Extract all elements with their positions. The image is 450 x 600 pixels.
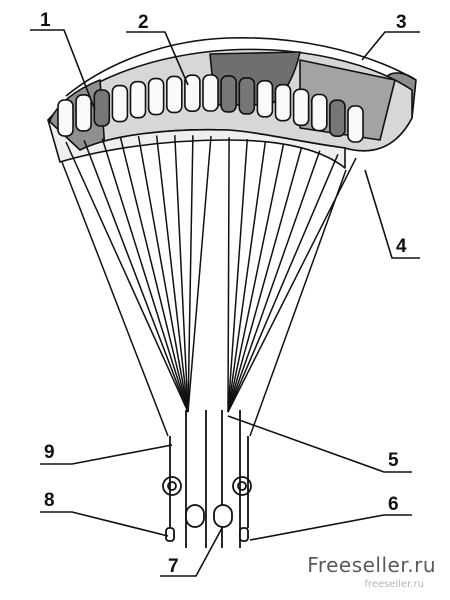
leader-5 bbox=[227, 415, 412, 473]
callout-9: 9 bbox=[44, 442, 55, 463]
suspension-line-13 bbox=[227, 143, 285, 413]
suspension-line-8 bbox=[187, 135, 194, 413]
leader-9 bbox=[40, 444, 173, 465]
ring-left bbox=[162, 476, 182, 496]
canopy-cell-17 bbox=[347, 105, 364, 143]
suspension-line-9 bbox=[187, 135, 212, 413]
canopy-cell-5 bbox=[129, 80, 147, 119]
canopy-cell-16 bbox=[329, 99, 346, 137]
canopy-top-edge bbox=[65, 36, 417, 97]
control-line-2 bbox=[249, 169, 347, 437]
canopy-cell-6 bbox=[147, 77, 165, 116]
suspension-line-5 bbox=[137, 135, 189, 413]
canopy-cell-4 bbox=[111, 84, 129, 123]
canopy-cell-14 bbox=[292, 88, 310, 127]
callout-labels: 1 2 3 4 5 6 7 8 9 bbox=[40, 10, 407, 577]
ring-left-inner bbox=[167, 481, 177, 491]
harness bbox=[162, 410, 252, 548]
toggle-right bbox=[239, 527, 249, 542]
suspension-line-14 bbox=[227, 146, 303, 413]
control-line-1 bbox=[61, 161, 169, 437]
canopy-cell-9 bbox=[202, 74, 219, 112]
toggle-left bbox=[165, 527, 175, 542]
callout-7: 7 bbox=[168, 556, 179, 577]
watermark-main: Freeseller.ru bbox=[307, 553, 436, 577]
buckle-left bbox=[185, 504, 205, 528]
canopy-cells bbox=[57, 74, 364, 143]
suspension-lines bbox=[61, 135, 357, 437]
suspension-line-15 bbox=[227, 150, 321, 413]
callout-2: 2 bbox=[138, 12, 149, 33]
callout-6: 6 bbox=[388, 494, 399, 515]
leader-6 bbox=[249, 514, 412, 541]
suspension-line-7 bbox=[174, 135, 189, 413]
suspension-line-16 bbox=[227, 154, 339, 413]
callout-5: 5 bbox=[388, 450, 399, 471]
suspension-line-12 bbox=[227, 141, 267, 413]
watermark-sub: freeseller.ru bbox=[364, 579, 424, 590]
callout-4: 4 bbox=[396, 236, 407, 257]
suspension-line-1 bbox=[65, 141, 189, 413]
suspension-line-3 bbox=[101, 138, 189, 413]
canopy-cell-1 bbox=[57, 99, 74, 137]
callout-1: 1 bbox=[40, 10, 51, 31]
leader-3 bbox=[361, 31, 420, 61]
canopy-cell-13 bbox=[274, 83, 292, 122]
callout-leaders bbox=[30, 29, 420, 577]
canopy-front-face bbox=[47, 119, 346, 169]
canopy-cell-15 bbox=[310, 93, 328, 132]
suspension-line-10 bbox=[227, 137, 230, 413]
ring-right-inner bbox=[237, 481, 247, 491]
suspension-line-11 bbox=[227, 139, 249, 413]
suspension-line-6 bbox=[155, 135, 189, 413]
canopy-cell-2 bbox=[75, 94, 92, 132]
leader-2 bbox=[126, 31, 189, 86]
callout-3: 3 bbox=[396, 12, 407, 33]
canopy-cell-10 bbox=[220, 75, 237, 113]
buckle-right bbox=[213, 504, 233, 528]
suspension-line-2 bbox=[83, 140, 189, 413]
suspension-line-4 bbox=[119, 137, 189, 413]
canopy-cell-11 bbox=[238, 77, 256, 115]
leader-1 bbox=[30, 29, 96, 111]
canopy-cell-3 bbox=[93, 89, 111, 127]
canopy-cell-12 bbox=[256, 80, 274, 118]
leader-7 bbox=[160, 527, 223, 577]
ring-right bbox=[232, 476, 252, 496]
canopy-cell-7 bbox=[166, 75, 183, 114]
callout-8: 8 bbox=[44, 490, 55, 511]
leader-4 bbox=[364, 169, 420, 259]
canopy-cell-8 bbox=[184, 74, 201, 112]
leader-8 bbox=[40, 511, 169, 537]
